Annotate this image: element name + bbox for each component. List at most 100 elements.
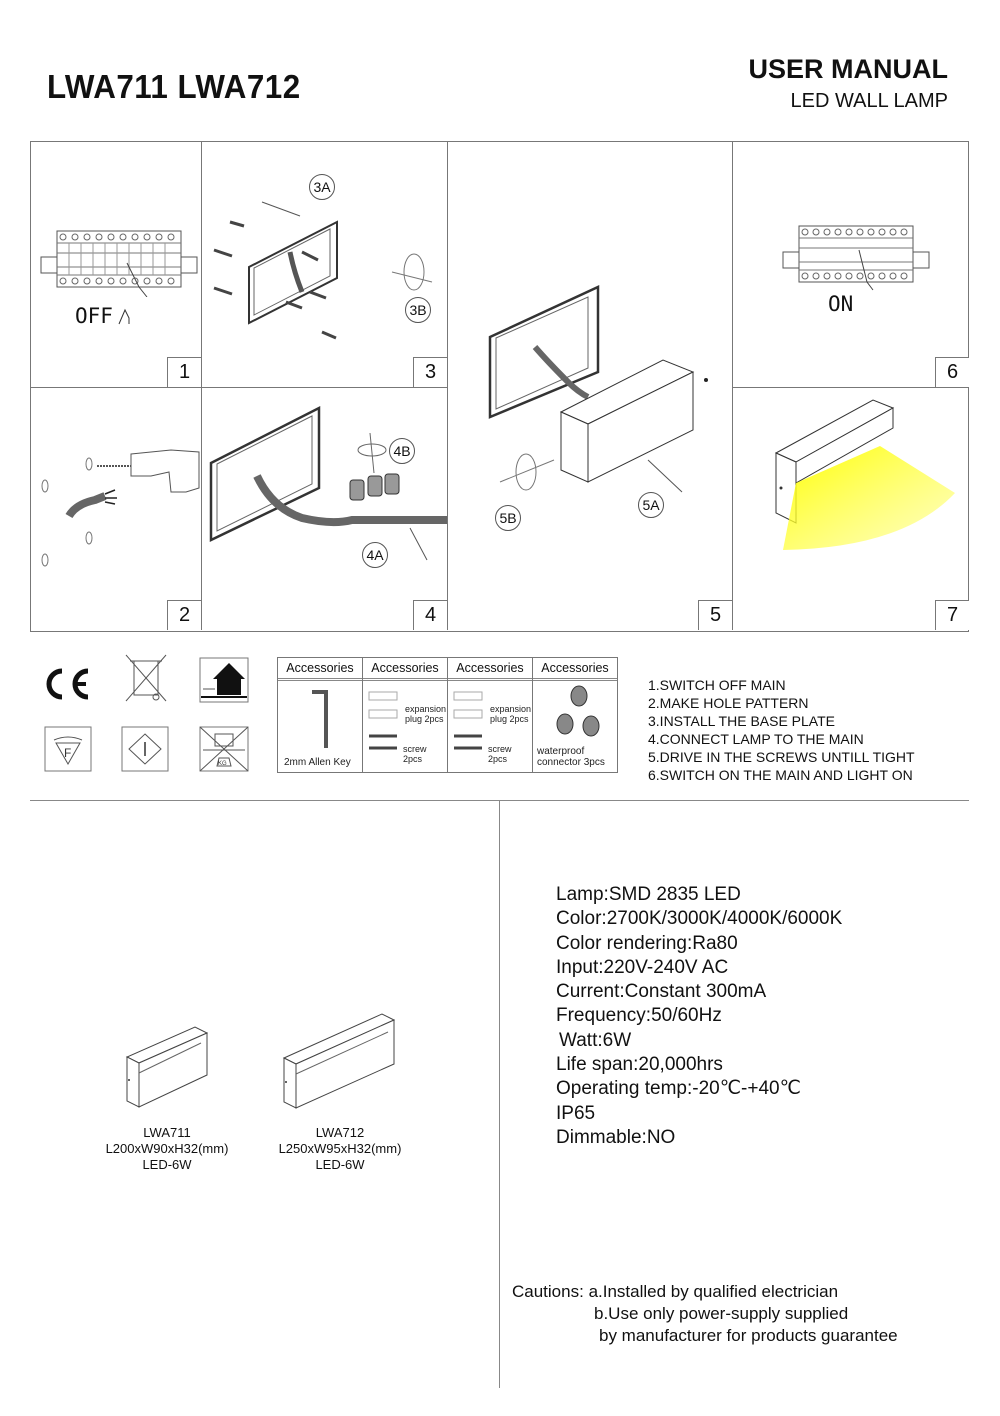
install-step: 1.SWITCH OFF MAIN — [648, 677, 786, 693]
product-dimensions: L250xW95xH32(mm) — [278, 1141, 402, 1156]
accessories-header: Accessories — [278, 658, 362, 681]
manual-title: USER MANUAL — [748, 54, 949, 84]
class-i-icon — [121, 726, 169, 772]
accessories-table: Accessories 2mm Allen Key Accessories ex… — [277, 657, 618, 773]
plug-screw-icon — [368, 691, 398, 750]
install-step: 4.CONNECT LAMP TO THE MAIN — [648, 731, 864, 747]
step-panel-5: 5A 5B 5 — [448, 142, 732, 630]
callout-4b: 4B — [389, 438, 415, 464]
spec-input: Input:220V-240V AC — [556, 956, 729, 978]
manual-subtitle: LED WALL LAMP — [790, 90, 948, 112]
install-step: 5.DRIVE IN THE SCREWS UNTILL TIGHT — [648, 749, 915, 765]
step-number-2: 2 — [167, 600, 201, 630]
spec-current: Current:Constant 300mA — [556, 981, 767, 1003]
spec-lamp: Lamp:SMD 2835 LED — [556, 884, 741, 905]
product-lwa711: LWA711 L200xW90xH32(mm) LED-6W — [87, 1125, 247, 1173]
step-number-5: 5 — [698, 600, 732, 630]
step-panel-2: 2 — [31, 388, 201, 630]
product-dimensions: L200xW90xH32(mm) — [105, 1141, 229, 1156]
callout-3b: 3B — [405, 297, 431, 323]
accessory-connectors: Accessories waterproof connector 3pcs — [533, 658, 617, 772]
callout-5a: 5A — [638, 492, 664, 518]
wire-connection-diagram — [209, 405, 447, 561]
product-power: LED-6W — [315, 1157, 365, 1172]
spec-operating-temp: Operating temp:-20℃-+40℃ — [556, 1078, 801, 1100]
step-number-6: 6 — [935, 357, 969, 387]
plug-label: expansion plug 2pcs — [490, 704, 532, 724]
install-step: 6.SWITCH ON THE MAIN AND LIGHT ON — [648, 767, 913, 783]
f-mark-icon: F — [44, 726, 92, 772]
step-number-1: 1 — [167, 357, 201, 387]
plug-label: expansion plug 2pcs — [405, 704, 447, 724]
step-number-4: 4 — [413, 600, 447, 630]
step-panel-1: OFF 1 — [31, 142, 201, 387]
spec-color-rendering: Color rendering:Ra80 — [556, 932, 738, 954]
lamp-attach-diagram — [488, 285, 708, 493]
svg-text:KG: KG — [218, 761, 227, 767]
no-load-kg-icon: KG — [199, 726, 249, 772]
connector-label: waterproof connector 3pcs — [537, 746, 605, 768]
circuit-breaker-icon — [40, 230, 198, 297]
plug-screw-icon — [453, 691, 483, 750]
drill-holes-diagram — [41, 449, 200, 567]
accessory-allen-key: Accessories 2mm Allen Key — [278, 658, 363, 772]
step-number-7: 7 — [935, 600, 969, 630]
caution-a: a.Installed by qualified electrician — [588, 1282, 839, 1301]
product-model: LWA711 — [143, 1125, 191, 1140]
grid-divider — [201, 142, 202, 630]
spec-color: Color:2700K/3000K/4000K/6000K — [556, 908, 843, 930]
caution-b-cont: by manufacturer for products guarantee — [599, 1326, 898, 1345]
step-number-3: 3 — [413, 357, 447, 387]
section-divider — [499, 800, 500, 1388]
lamp-lit-diagram — [774, 399, 955, 550]
base-plate-mounting-diagram — [213, 201, 433, 340]
switch-state-on: ON — [828, 292, 854, 316]
grid-divider — [447, 142, 448, 630]
allen-key-label: 2mm Allen Key — [284, 757, 351, 768]
product-power: LED-6W — [142, 1157, 192, 1172]
install-steps-list: 1.SWITCH OFF MAIN 2.MAKE HOLE PATTERN 3.… — [648, 676, 915, 784]
cautions: Cautions: a.Installed by qualified elect… — [512, 1281, 898, 1347]
circuit-breaker-icon — [782, 225, 930, 291]
screw-label: screw 2pcs — [403, 744, 427, 764]
switch-state-off: OFF — [75, 304, 113, 328]
accessories-header: Accessories — [363, 658, 447, 681]
svg-text:F: F — [64, 746, 71, 760]
ce-mark-icon — [46, 668, 89, 700]
callout-4a: 4A — [362, 542, 388, 568]
caution-b: b.Use only power-supply supplied — [594, 1304, 849, 1323]
install-step: 2.MAKE HOLE PATTERN — [648, 695, 809, 711]
accessories-header: Accessories — [533, 658, 617, 681]
accessory-plugs-screws: Accessories expansion plug 2pcs screw 2p… — [363, 658, 448, 772]
install-step: 3.INSTALL THE BASE PLATE — [648, 713, 835, 729]
screw-label: screw 2pcs — [488, 744, 512, 764]
spec-watt: Watt:6W — [559, 1029, 632, 1051]
lwa712-drawing — [282, 1013, 396, 1109]
allen-key-icon — [312, 690, 328, 748]
lwa711-drawing — [125, 1026, 209, 1108]
spec-dimmable: Dimmable:NO — [556, 1126, 676, 1148]
product-model: LWA712 — [315, 1125, 365, 1140]
product-lwa712: LWA712 L250xW95xH32(mm) LED-6W — [260, 1125, 420, 1173]
step-panel-4: 4B 4A 4 — [202, 388, 447, 630]
cautions-label: Cautions: — [512, 1282, 584, 1301]
weee-bin-icon — [125, 654, 167, 702]
grid-divider — [733, 387, 969, 388]
callout-5b: 5B — [495, 505, 521, 531]
grid-divider — [732, 142, 733, 630]
grid-divider — [31, 387, 448, 388]
spec-ip-rating: IP65 — [556, 1102, 596, 1124]
indoor-use-icon — [199, 657, 249, 703]
model-title: LWA711 LWA712 — [47, 68, 301, 105]
step-panel-7: 7 — [733, 388, 969, 630]
installation-steps-grid: OFF 1 3A 3B 3 5A — [30, 141, 969, 632]
spec-frequency: Frequency:50/60Hz — [556, 1005, 722, 1027]
accessories-header: Accessories — [448, 658, 532, 681]
waterproof-connector-icon — [556, 685, 600, 737]
step-panel-3: 3A 3B 3 — [202, 142, 447, 387]
finger-icon — [118, 308, 130, 325]
specifications: Lamp:SMD 2835 LED Color:2700K/3000K/4000… — [556, 883, 842, 1150]
callout-3a: 3A — [309, 174, 335, 200]
step-panel-6: ON 6 — [733, 142, 969, 387]
accessory-plugs-screws: Accessories expansion plug 2pcs screw 2p… — [448, 658, 533, 772]
